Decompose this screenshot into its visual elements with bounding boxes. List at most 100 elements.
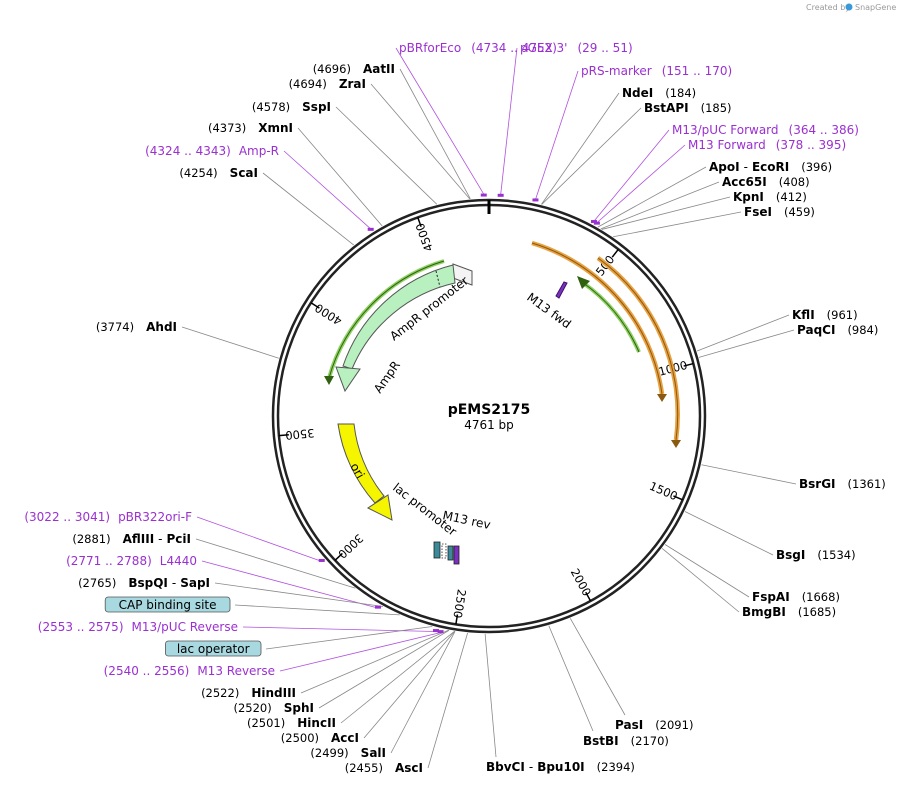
svg-text:BbvCI-Bpu10I(2394): BbvCI-Bpu10I(2394) xyxy=(486,760,635,774)
leader-line xyxy=(370,83,471,200)
enzyme-position: (2394) xyxy=(597,760,635,774)
leader-line xyxy=(569,618,626,716)
primer-name: M13/pUC Forward xyxy=(672,123,779,137)
primer-site-mark xyxy=(375,605,382,609)
leader-line xyxy=(535,70,579,200)
svg-text:(2553 .. 2575)M13/pUC Reverse: (2553 .. 2575)M13/pUC Reverse xyxy=(38,620,238,634)
leader-line xyxy=(297,127,383,227)
label-acc65i: Acc65I(408) xyxy=(722,175,810,189)
enzyme-position: (4578) xyxy=(252,100,290,114)
enzyme-name: AatII xyxy=(363,62,395,76)
m13-fwd-label: M13 fwd xyxy=(524,290,573,331)
svg-text:KflI(961): KflI(961) xyxy=(792,308,858,322)
label-prs-marker: pRS-marker(151 .. 170) xyxy=(581,64,732,78)
primer-name: pRS-marker xyxy=(581,64,652,78)
enzyme-position: (2881) xyxy=(72,532,110,546)
leader-line xyxy=(181,326,279,359)
enzyme-name: AhdI xyxy=(146,320,177,334)
feature-box xyxy=(104,596,231,613)
enzyme-separator: - xyxy=(172,576,176,590)
leader-line xyxy=(242,626,436,632)
enzyme-name: NdeI xyxy=(622,86,653,100)
primer-position: (29 .. 51) xyxy=(577,41,632,55)
label-m13-puc-forward: M13/pUC Forward (364 .. 386) xyxy=(672,123,859,137)
svg-text:Acc65I(408): Acc65I(408) xyxy=(722,175,810,189)
enzyme-name: FseI xyxy=(744,205,772,219)
leader-line xyxy=(597,166,707,228)
leader-line xyxy=(500,47,518,195)
enzyme-position: (185) xyxy=(701,101,732,115)
enzyme-position: (459) xyxy=(784,205,815,219)
enzyme-position: (2522) xyxy=(201,686,239,700)
primer-name: M13 Forward xyxy=(688,138,766,152)
leader-line xyxy=(283,150,371,229)
leader-line xyxy=(395,47,485,195)
svg-text:BsgI(1534): BsgI(1534) xyxy=(776,548,856,562)
svg-text:ApoI-EcoRI(396): ApoI-EcoRI(396) xyxy=(709,160,832,174)
svg-text:(2501)HincII: (2501)HincII xyxy=(247,716,336,730)
primer-name: Amp-R xyxy=(239,144,279,158)
enzyme-position: (2091) xyxy=(655,718,693,732)
primer-site-mark xyxy=(318,558,325,562)
enzyme-position: (4254) xyxy=(179,166,217,180)
svg-text:(4373)XmnI: (4373)XmnI xyxy=(208,121,293,135)
orange-arc-1-core xyxy=(531,242,663,395)
svg-text:PasI(2091): PasI(2091) xyxy=(615,718,693,732)
leader-line xyxy=(661,548,740,613)
primer-position: (2771 .. 2788) xyxy=(66,554,152,568)
svg-text:(2522)HindIII: (2522) HindIII xyxy=(201,686,296,700)
leader-line xyxy=(613,211,742,238)
svg-text:(2455)AscI: (2455)AscI xyxy=(345,761,423,775)
enzyme-position: (2500) xyxy=(281,731,319,745)
label-ndei: NdeI(184) xyxy=(622,86,696,100)
enzyme-name: HindIII xyxy=(251,686,296,700)
enzyme-position: (1534) xyxy=(817,548,855,562)
svg-text:(2500)AccI: (2500)AccI xyxy=(281,731,359,745)
snapgene-logo-icon xyxy=(845,3,853,11)
credit-brand: SnapGene xyxy=(855,3,896,12)
leader-line xyxy=(698,329,795,358)
svg-text:M13/pUC Forward(364 .. 386): M13/pUC Forward (364 .. 386) xyxy=(672,123,859,137)
svg-text:(2540 .. 2556)M13 Reverse: (2540 .. 2556)M13 Reverse xyxy=(104,664,275,678)
leader-line xyxy=(600,181,720,230)
tick-label: 4500 xyxy=(413,221,436,253)
primer-position: (364 .. 386) xyxy=(789,123,859,137)
svg-text:FseI(459): FseI (459) xyxy=(744,205,815,219)
enzyme-position: (396) xyxy=(801,160,832,174)
tick-mark xyxy=(310,302,320,309)
enzyme-position: (2765) xyxy=(78,576,116,590)
primer-name: pBR322ori-F xyxy=(118,510,192,524)
label-asci: (2455)AscI xyxy=(345,761,423,775)
enzyme-name: BstBI xyxy=(583,734,619,748)
enzyme-name-2: SapI xyxy=(180,576,210,590)
label-scai: (4254)ScaI xyxy=(179,166,258,180)
enzyme-position: (412) xyxy=(776,190,807,204)
ampr-dotted-mark xyxy=(435,270,441,288)
label-fsei: FseI (459) xyxy=(744,205,815,219)
orange-arrow-head-2 xyxy=(671,440,681,448)
primer-position: (2540 .. 2556) xyxy=(104,664,190,678)
leader-line xyxy=(484,633,497,758)
enzyme-position: (2520) xyxy=(234,701,272,715)
enzyme-name-2: PciI xyxy=(167,532,192,546)
label-cap-binding-site: CAP binding site xyxy=(104,596,231,613)
label-bbvci: BbvCI-Bpu10I(2394) xyxy=(486,760,635,774)
enzyme-position: (2501) xyxy=(247,716,285,730)
leader-line xyxy=(696,314,790,352)
svg-text:pBRforEco(4734 .. 4752): pBRforEco(4734 .. 4752) xyxy=(399,41,557,55)
leader-line xyxy=(541,107,642,205)
svg-text:BmgBI(1685): BmgBI(1685) xyxy=(742,605,836,619)
svg-text:(3022 .. 3041)pBR322ori-F: (3022 .. 3041)pBR322ori-F xyxy=(24,510,192,524)
tick-mark xyxy=(585,591,592,602)
svg-text:pGEX 3'(29 .. 51): pGEX 3'(29 .. 51) xyxy=(520,41,633,55)
label-amp-r: (4324 .. 4343)Amp-R xyxy=(145,144,279,158)
ampr-label: AmpR xyxy=(371,358,403,395)
leader-line xyxy=(279,632,441,672)
primer-site-mark xyxy=(497,193,504,197)
leader-line xyxy=(701,464,797,485)
enzyme-name: SalI xyxy=(361,746,386,760)
svg-text:(3774)AhdI: (3774)AhdI xyxy=(96,320,177,334)
feature-box-label: lac operator xyxy=(177,642,250,656)
primer-site-mark xyxy=(437,630,444,634)
